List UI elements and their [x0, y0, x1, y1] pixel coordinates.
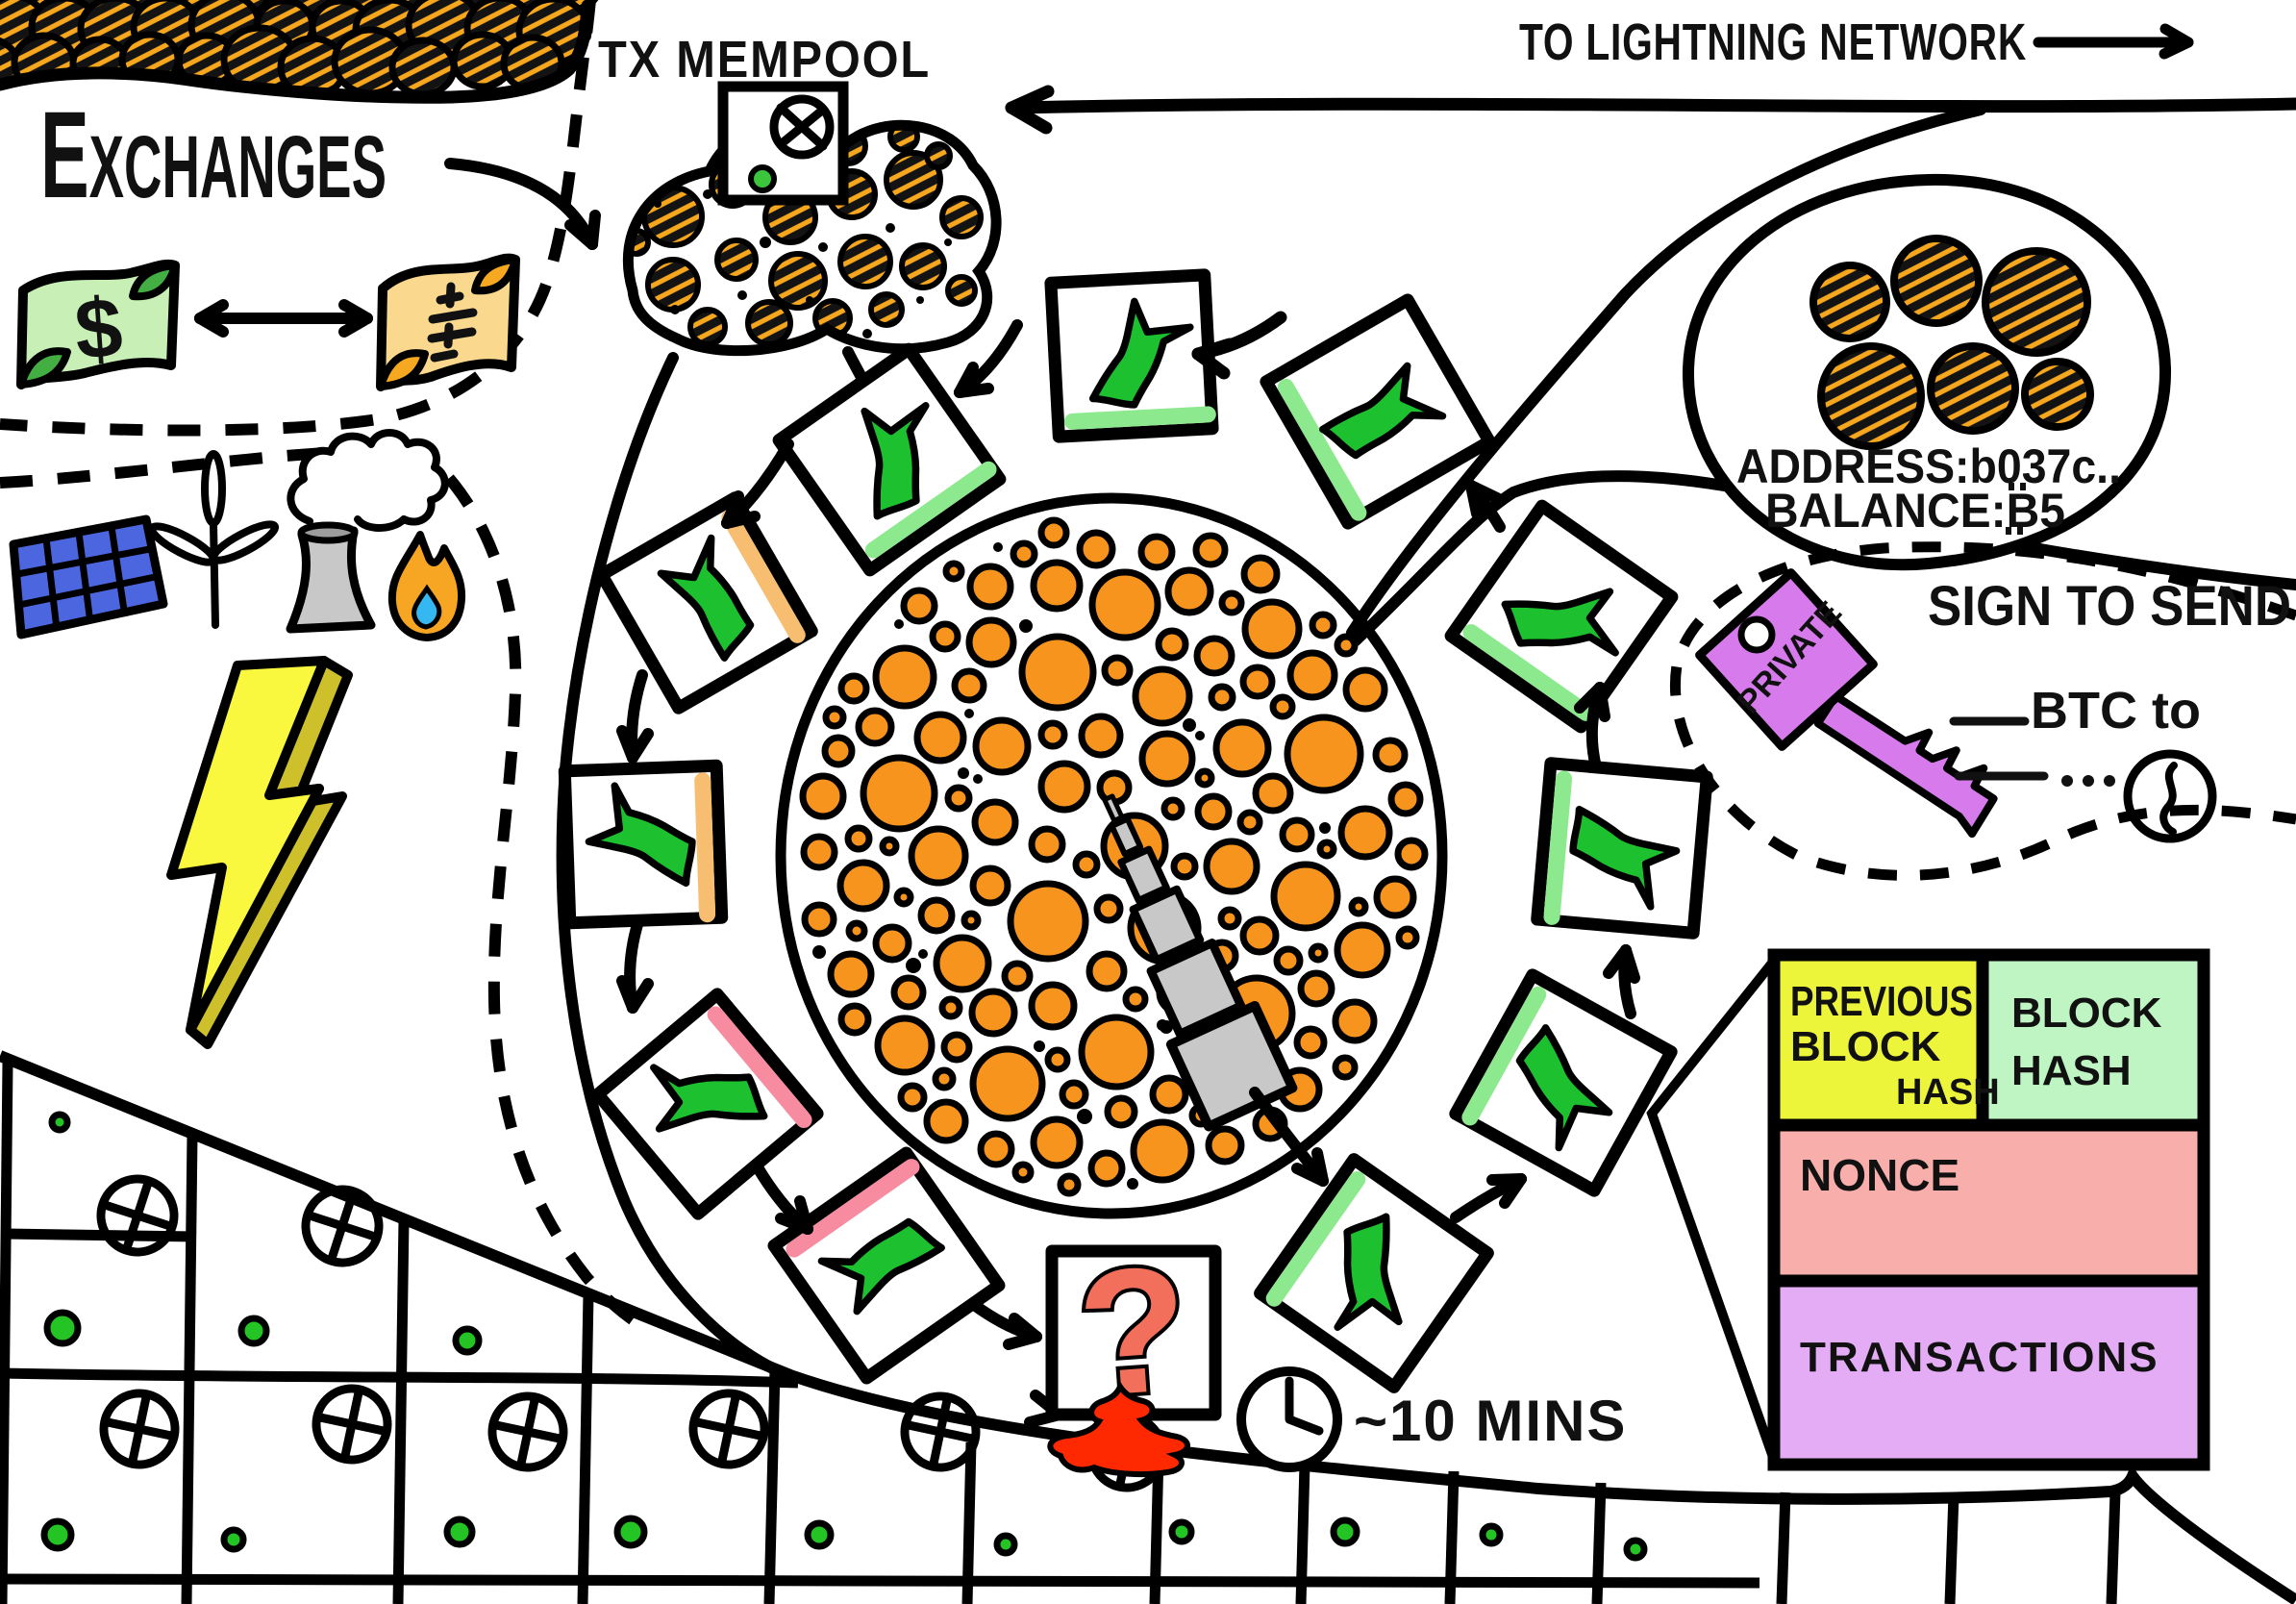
svg-text:BTC to: BTC to [2031, 682, 2201, 739]
svg-text:BLOCK: BLOCK [1790, 1023, 1941, 1070]
svg-text:TX MEMPOOL: TX MEMPOOL [598, 31, 931, 88]
svg-text:BLOCK: BLOCK [2011, 990, 2162, 1037]
svg-text:SIGN TO SEND: SIGN TO SEND [1928, 575, 2291, 638]
svg-text:ADDRESS:b037c..: ADDRESS:b037c.. [1736, 439, 2121, 493]
svg-text:TRANSACTIONS: TRANSACTIONS [1800, 1334, 2159, 1381]
svg-text:TO LIGHTNING NETWORK: TO LIGHTNING NETWORK [1519, 13, 2027, 71]
svg-text:~10 MINS: ~10 MINS [1354, 1389, 1627, 1453]
svg-text:PREVIOUS: PREVIOUS [1790, 978, 1973, 1025]
svg-text:BALANCE:B5: BALANCE:B5 [1765, 484, 2065, 538]
svg-text:NONCE: NONCE [1800, 1150, 1959, 1200]
svg-text:HASH: HASH [1896, 1072, 2000, 1113]
svg-text:HASH: HASH [2011, 1047, 2132, 1094]
svg-text:$: $ [72, 279, 126, 377]
